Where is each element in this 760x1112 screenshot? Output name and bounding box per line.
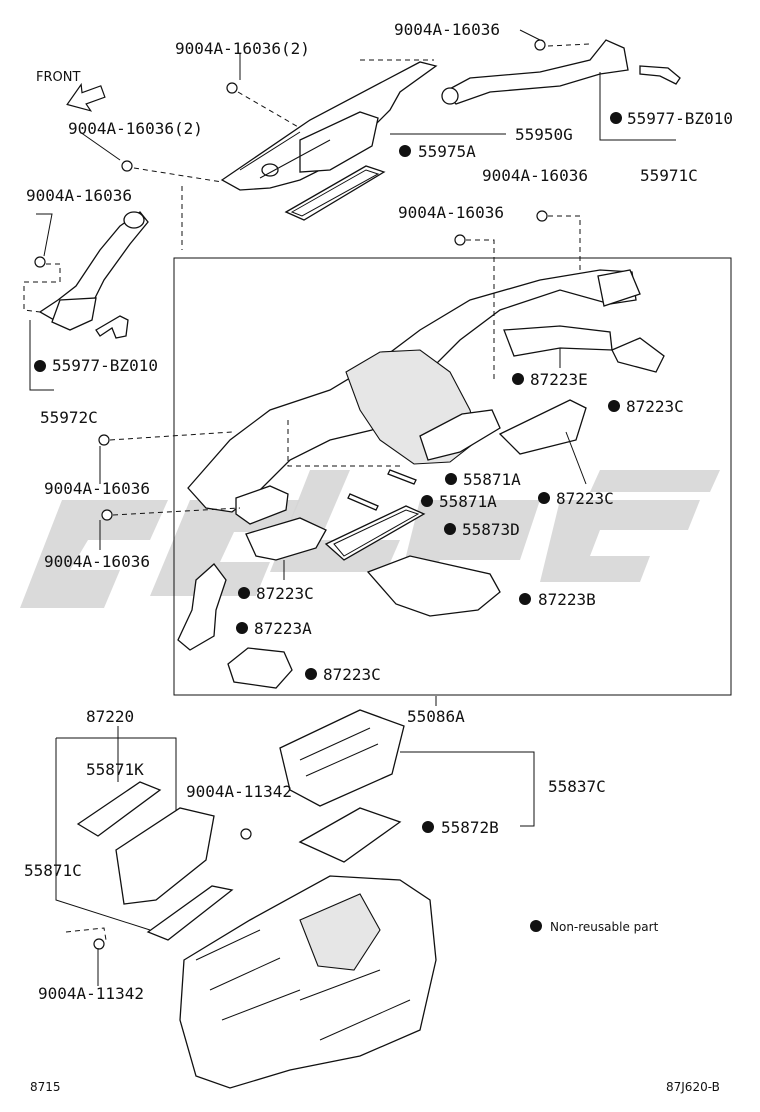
right-duct-part: [441, 39, 681, 105]
label-filter-case: 87220: [86, 707, 134, 726]
label-cover: 55837C: [548, 777, 606, 796]
label-seal-a1: 55871A: [463, 470, 521, 489]
front-label: FRONT: [36, 70, 80, 85]
label-pad-c-right: 87223C: [626, 397, 684, 416]
seal-a1-part: [387, 469, 417, 485]
label-pad-a: 87223A: [254, 619, 312, 638]
center-duct-assembly-part: [187, 269, 641, 525]
label-bolt-left-duct: 9004A-16036: [26, 186, 132, 205]
upper-duct-part: [220, 61, 438, 191]
pad-c-right-part: [611, 337, 665, 373]
pad-b-part: [366, 555, 501, 617]
legend-text: Non-reusable part: [550, 920, 659, 934]
label-gasket-top: 55975A: [418, 142, 476, 161]
label-bolt-left-lower2: 9004A-16036: [44, 552, 150, 571]
label-gasket-b: 55872B: [441, 818, 499, 837]
cover-part: [279, 709, 405, 807]
label-pad-e: 87223E: [530, 370, 588, 389]
label-seal-k: 55871K: [86, 760, 144, 779]
pad-e-part: [503, 325, 613, 357]
front-arrow-icon: [66, 82, 106, 112]
gasket-b-part: [298, 807, 402, 863]
label-left-duct: 55972C: [40, 408, 98, 427]
left-duct-part: [38, 211, 149, 339]
filter-case-part: [76, 781, 234, 941]
label-bolt-top-right: 9004A-16036: [394, 20, 500, 39]
label-assembly: 55086A: [407, 707, 465, 726]
label-leaders: [29, 29, 676, 986]
footer-right-code: 87J620-B: [666, 1080, 720, 1094]
label-right-duct: 55971C: [640, 166, 698, 185]
label-gasket-d: 55873D: [462, 520, 520, 539]
pad-c-left-part: [245, 517, 327, 561]
non-reusable-markers: [34, 112, 622, 932]
label-seal-c: 55871C: [24, 861, 82, 880]
assembly-frame: [173, 257, 732, 696]
label-bolt-left-lower1: 9004A-16036: [44, 479, 150, 498]
assembly-leaders: [23, 43, 591, 941]
label-bolt-bottom: 9004A-11342: [38, 984, 144, 1003]
label-left-duct-clip: 55977-BZ010: [52, 356, 158, 375]
label-seal-a2: 55871A: [439, 492, 497, 511]
gasket-top-part: [284, 165, 386, 221]
label-bolt-right-side: 9004A-16036: [482, 166, 588, 185]
label-duct-main: 55950G: [515, 125, 573, 144]
seal-a2-part: [347, 493, 379, 511]
label-pad-b: 87223B: [538, 590, 596, 609]
label-bolt-filter: 9004A-11342: [186, 782, 292, 801]
pad-c-mid-part: [498, 399, 587, 455]
label-pad-c-left: 87223C: [256, 584, 314, 603]
footer-left-code: 8715: [30, 1080, 61, 1094]
label-pad-c-mid: 87223C: [556, 489, 614, 508]
label-bolt-left-upper: 9004A-16036(2): [68, 119, 203, 138]
gasket-d-part: [324, 505, 426, 561]
bolt-icons: [34, 39, 548, 950]
pad-c-bottom-part: [227, 647, 293, 689]
label-bolt-center: 9004A-16036: [398, 203, 504, 222]
pad-a-part: [177, 563, 227, 651]
label-pad-c-bottom: 87223C: [323, 665, 381, 684]
hvac-unit-part: [179, 875, 437, 1089]
label-bolt-top-mid: 9004A-16036(2): [175, 39, 310, 58]
label-right-duct-clip: 55977-BZ010: [627, 109, 733, 128]
